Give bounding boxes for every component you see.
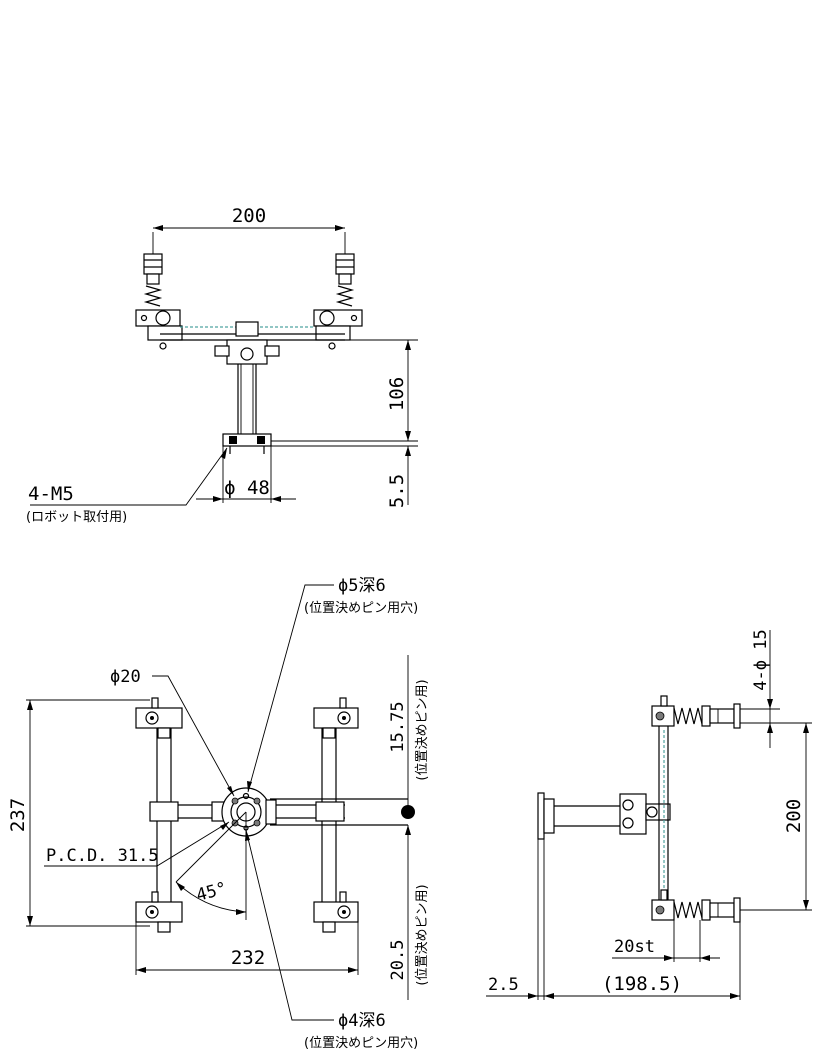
- pad-diameter-callout: 4-ϕ 15: [740, 629, 812, 748]
- offset-2-label: 20.5: [388, 940, 408, 981]
- angle-label: 45°: [194, 879, 229, 906]
- front-diameter-label: ϕ 48: [224, 477, 270, 499]
- pin-hole-2-label: ϕ4深6: [338, 1011, 386, 1031]
- side-upper-pad: [651, 695, 741, 729]
- front-flange-dimension: 5.5: [386, 446, 411, 508]
- front-mount-flange: [222, 433, 272, 454]
- top-pad-block-tl: [135, 697, 183, 739]
- pin-hole-1-label: ϕ5深6: [338, 576, 386, 596]
- tap-callout-note: (ロボット取付用): [26, 510, 127, 525]
- front-view: 200: [26, 205, 418, 525]
- front-center-block: [214, 321, 280, 365]
- side-length-dimension: 2.5 (198.5): [486, 839, 741, 1000]
- pin-hole-callout-1: ϕ5深6 (位置決めピン用穴): [247, 576, 418, 793]
- side-pitch-label: 200: [783, 799, 805, 833]
- front-width-dimension: 200: [152, 205, 346, 255]
- top-pad-block-bl: [135, 891, 183, 933]
- offset-1-label: 15.75: [388, 701, 408, 752]
- front-height-dimension: 106: [271, 339, 418, 447]
- pad-diameter-label: 4-ϕ 15: [751, 629, 771, 690]
- side-rail: [658, 708, 669, 920]
- top-width-label: 232: [231, 947, 265, 969]
- pin-hole-callout-2: ϕ4深6 (位置決めピン用穴): [245, 829, 418, 1051]
- boss-callout: ϕ20: [110, 667, 235, 797]
- side-view: 4-ϕ 15 200 20st 2.5 (19: [486, 629, 812, 1000]
- top-pad-block-tr: [313, 697, 359, 739]
- side-lower-pad: [651, 889, 741, 923]
- top-height-label: 237: [7, 798, 29, 832]
- flange-thickness-label: 2.5: [488, 975, 519, 995]
- top-pad-block-br: [313, 891, 359, 933]
- tap-callout-label: 4-M5: [28, 483, 74, 505]
- front-height-label: 106: [386, 377, 408, 411]
- right-vacuum-pad: [313, 253, 363, 350]
- stroke-dimension: 20st: [612, 920, 720, 962]
- front-width-label: 200: [232, 205, 266, 227]
- pin-hole-1-note: (位置決めピン用穴): [304, 601, 418, 616]
- stroke-label: 20st: [614, 937, 655, 957]
- top-center-hub: [221, 787, 277, 837]
- side-length-label: (198.5): [602, 973, 682, 995]
- offset-dimension-2: 20.5 (位置決めピン用): [388, 825, 430, 1000]
- pcd-callout: P.C.D. 31.5: [44, 821, 230, 867]
- left-vacuum-pad: [135, 253, 183, 350]
- side-mount-flange: [537, 792, 620, 1000]
- boss-label: ϕ20: [110, 667, 141, 687]
- tap-callout: 4-M5 (ロボット取付用): [26, 447, 228, 525]
- pcd-label: P.C.D. 31.5: [46, 846, 159, 866]
- side-center-block: [619, 793, 671, 835]
- offset-dimension-1: 15.75 (位置決めピン用): [388, 655, 430, 812]
- top-view: ϕ5深6 (位置決めピン用穴) ϕ20 15.75 (位置決めピン用) 237: [7, 576, 430, 1051]
- top-cross-bar: [150, 798, 408, 826]
- front-diameter-dimension: ϕ 48: [196, 446, 296, 503]
- top-width-dimension: 232: [135, 922, 359, 975]
- offset-1-note: (位置決めピン用): [415, 679, 430, 780]
- pin-hole-2-note: (位置決めピン用穴): [304, 1036, 418, 1051]
- front-flange-label: 5.5: [386, 474, 408, 508]
- front-shaft: [237, 364, 257, 434]
- offset-2-note: (位置決めピン用): [415, 884, 430, 985]
- top-height-dimension: 237: [7, 699, 150, 927]
- side-pitch-dimension: 200: [740, 723, 812, 911]
